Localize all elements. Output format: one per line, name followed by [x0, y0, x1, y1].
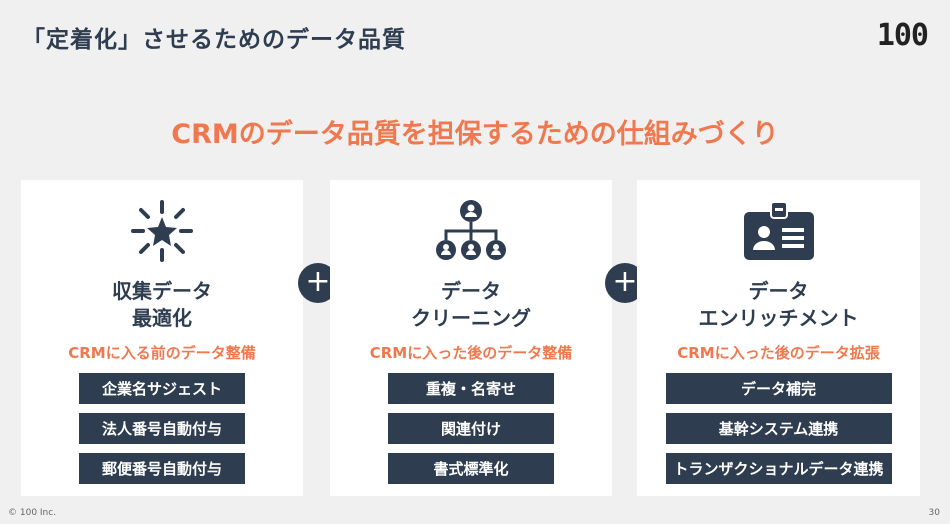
page-number: 30	[928, 508, 940, 518]
org-chart-icon	[434, 198, 508, 264]
feature-item: 書式標準化	[388, 453, 554, 484]
copyright: © 100 Inc.	[8, 508, 57, 518]
feature-item: 企業名サジェスト	[79, 373, 245, 404]
feature-item: 基幹システム連携	[665, 413, 892, 444]
card-title: 収集データ 最適化	[112, 279, 212, 330]
feature-item: 関連付け	[388, 413, 554, 444]
headline: CRMのデータ品質を担保するための仕組みづくり	[171, 119, 779, 150]
card-data-enrichment: データ エンリッチメント CRMに入った後のデータ拡張 データ補完 基幹システム…	[637, 180, 920, 496]
sparkle-star-icon	[127, 198, 197, 264]
feature-item: トランザクショナルデータ連携	[665, 453, 892, 484]
card-subtitle: CRMに入った後のデータ拡張	[677, 344, 880, 362]
card-subtitle: CRMに入る前のデータ整備	[68, 344, 256, 362]
company-logo: 100	[876, 18, 929, 53]
feature-item: データ補完	[665, 373, 892, 404]
card-subtitle: CRMに入った後のデータ整備	[369, 344, 573, 362]
feature-item: 法人番号自動付与	[79, 413, 245, 444]
feature-item: 重複・名寄せ	[388, 373, 554, 404]
page-title: 「定着化」させるためのデータ品質	[22, 27, 406, 53]
card-data-cleaning: データ クリーニング CRMに入った後のデータ整備 重複・名寄せ 関連付け 書式…	[330, 180, 612, 496]
id-card-icon	[740, 198, 818, 264]
feature-item: 郵便番号自動付与	[79, 453, 245, 484]
card-title: データ クリーニング	[411, 279, 531, 330]
card-title: データ エンリッチメント	[698, 279, 859, 330]
card-data-optimization: 収集データ 最適化 CRMに入る前のデータ整備 企業名サジェスト 法人番号自動付…	[21, 180, 303, 496]
